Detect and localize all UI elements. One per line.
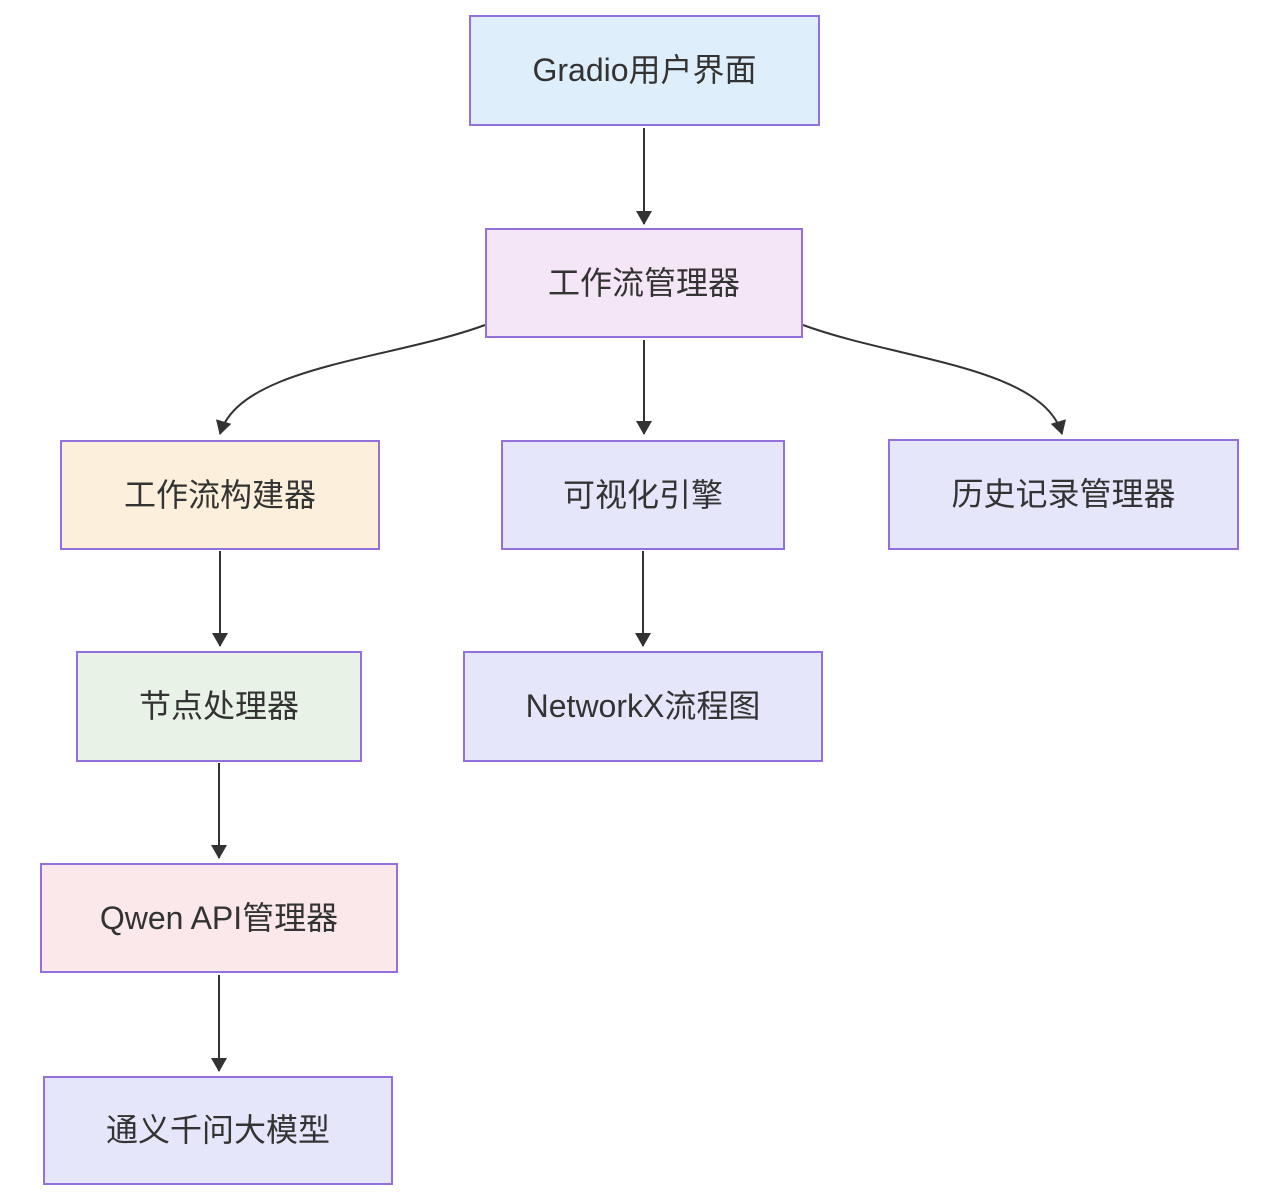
node-tongyi-model-label: 通义千问大模型	[105, 1112, 330, 1149]
node-gradio-ui: Gradio用户界面	[469, 15, 820, 126]
node-workflow-builder-label: 工作流构建器	[123, 476, 316, 513]
node-tongyi-model: 通义千问大模型	[43, 1076, 393, 1185]
node-gradio-ui-label: Gradio用户界面	[532, 52, 757, 89]
node-history-manager-label: 历史记录管理器	[951, 476, 1176, 513]
node-node-processor: 节点处理器	[76, 651, 362, 762]
node-visualization-engine: 可视化引擎	[501, 440, 785, 550]
node-qwen-api-manager: Qwen API管理器	[40, 863, 398, 973]
node-visualization-engine-label: 可视化引擎	[562, 476, 723, 513]
node-networkx-flowchart: NetworkX流程图	[463, 651, 823, 762]
node-networkx-flowchart-label: NetworkX流程图	[525, 688, 761, 725]
node-workflow-builder: 工作流构建器	[60, 440, 380, 550]
edge-manager-to-builder	[216, 324, 486, 435]
node-workflow-manager-label: 工作流管理器	[547, 264, 740, 301]
node-history-manager: 历史记录管理器	[888, 439, 1239, 550]
node-qwen-api-manager-label: Qwen API管理器	[99, 899, 339, 936]
node-node-processor-label: 节点处理器	[138, 688, 299, 725]
node-workflow-manager: 工作流管理器	[485, 228, 803, 338]
edge-manager-to-history	[802, 324, 1066, 435]
